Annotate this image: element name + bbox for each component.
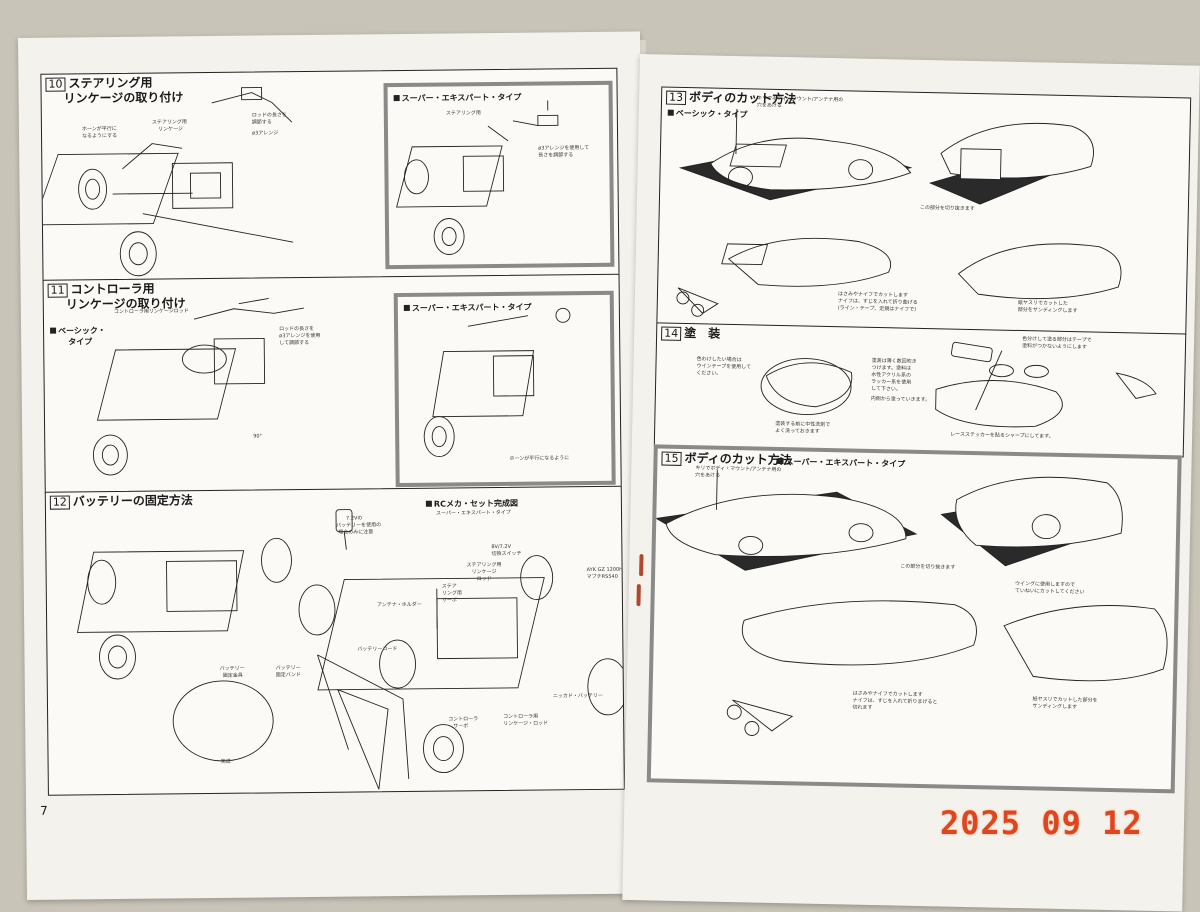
step11-controller-linkage-illustration — [92, 297, 304, 476]
step12-note-20: ニッカド・バッテリー — [552, 692, 603, 700]
step14-note-13: 内側から塗っていきます。 — [870, 395, 931, 404]
step10-se-note-3: 長さを調節する — [538, 152, 574, 159]
step14-note-12: して下さい。 — [870, 385, 901, 393]
step10-note-7: ø3アレンジ — [251, 130, 279, 137]
step10-super-expert-frame: スーパー・エキスパート・タイプ ステアリング用 ø3アレンジを使用して 長さを調… — [383, 80, 615, 270]
step12-note-25: 完成 — [220, 758, 231, 765]
step15-body-cut-illustration — [654, 469, 1168, 736]
step10-note-2: なるようにする — [82, 132, 118, 140]
step13-body-cut-illustration — [676, 109, 1122, 317]
step15-note-2: 穴をあける — [695, 472, 721, 479]
step14-note-3: ください。 — [696, 370, 722, 377]
step12-note-15: ロッド — [476, 576, 492, 583]
step11-se-note-1: ホーンが平行になるように — [509, 455, 570, 462]
step10-note-6: 調節する — [251, 119, 272, 126]
step10-super-expert-illustration — [396, 100, 559, 255]
step10-note-4: リンケージ — [157, 126, 183, 133]
step11-note-1: コントローラ用リンケージロッド — [113, 308, 189, 316]
step12-note-22: リンケージ・ロッド — [503, 720, 549, 727]
date-stamp: 2025 09 12 — [940, 804, 1143, 842]
step10-steering-linkage-illustration — [41, 86, 294, 277]
step14-note-7: 塗料がつかないようにします — [1021, 343, 1087, 351]
step14-note-5: よく洗っておきます — [775, 427, 820, 435]
step15-note-10: サンディングします — [1032, 703, 1078, 711]
step11-super-expert-frame: スーパー・エキスパート・タイプ ホーンが平行になるように — [393, 290, 616, 488]
page-number: 7 — [40, 803, 48, 818]
step14-painting-illustration — [760, 341, 1157, 428]
step10-se-note-1: ステアリング用 — [445, 110, 481, 117]
step15-note-8: 切れます — [852, 704, 873, 712]
step11-note-4: して調節する — [279, 339, 310, 347]
rust-mark-2 — [636, 584, 641, 607]
step12-note-8: バッテリーコード — [357, 646, 398, 653]
step12-note-3: 場合のみに注意 — [338, 529, 374, 536]
step15-note-3: この部分を切り抜きます — [900, 563, 956, 571]
step12-note-5: 固定金具 — [222, 672, 243, 679]
step13-note-2: 穴をあける — [756, 102, 783, 109]
step11-super-expert-illustration — [423, 307, 571, 458]
step12-battery-illustration — [76, 509, 624, 790]
step12-note-19: マブチRS540 — [586, 573, 618, 581]
step13-note-8: 部分をサンディングします — [1017, 306, 1078, 315]
step11-note-5: 90° — [253, 433, 263, 440]
step12-note-7: 固定バンド — [275, 672, 301, 679]
step15-note-5: ていねいにカットしてください — [1014, 587, 1085, 596]
rust-mark-1 — [639, 554, 644, 577]
step12-note-12: サーボ — [441, 597, 457, 604]
step13-note-3: この部分を切り抜きます — [919, 204, 975, 213]
step12-note-17: 切換スイッチ — [491, 550, 522, 558]
step12-note-24: サーボ — [453, 723, 469, 730]
step12-note-9: アンテナ・ホルダー — [376, 601, 422, 609]
